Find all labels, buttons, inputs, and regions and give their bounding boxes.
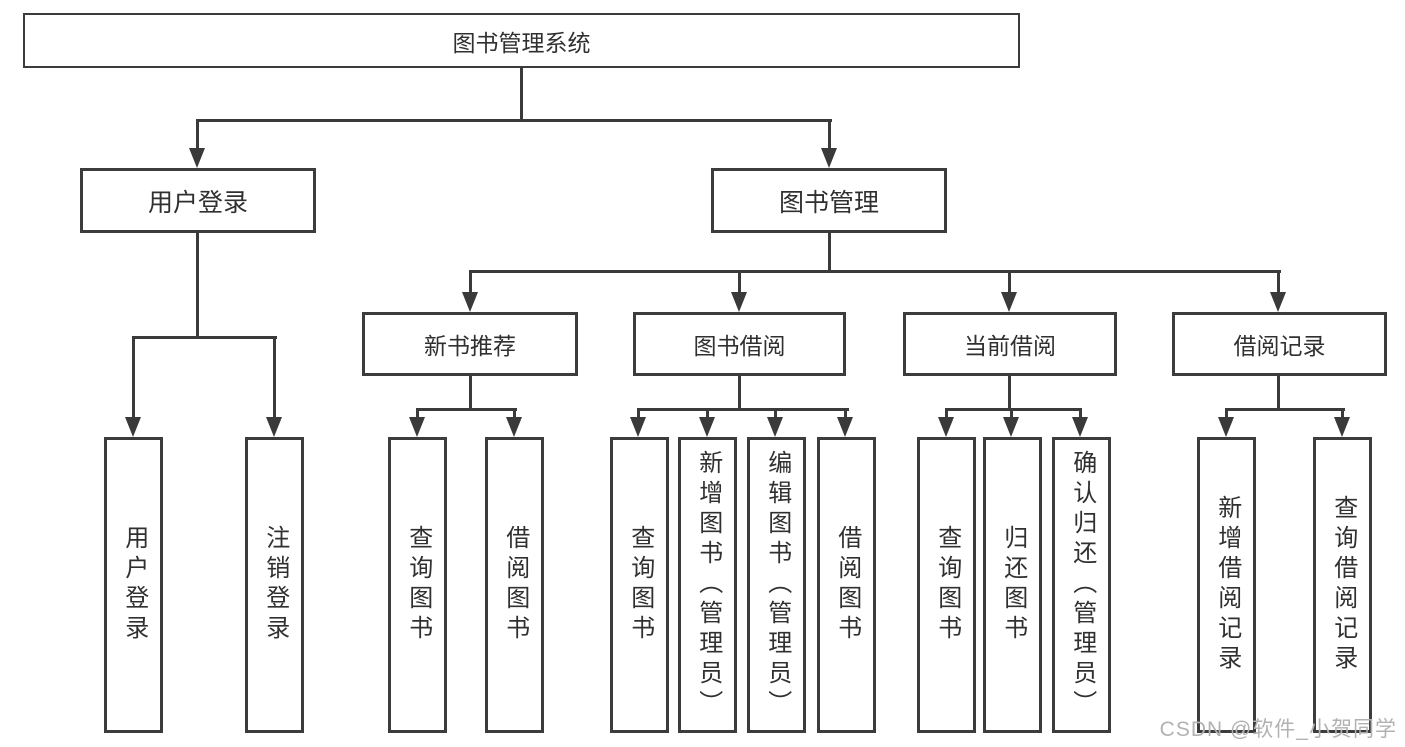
node-borrowing-records: 借阅记录 [1172, 312, 1387, 376]
connector-line [196, 233, 199, 339]
connector-line [828, 233, 831, 273]
leaf-label: 借阅图书 [833, 525, 861, 645]
arrow-down-icon [189, 148, 205, 168]
node-user-login: 用户登录 [80, 168, 316, 233]
leaf-label: 新增借阅记录 [1213, 495, 1241, 675]
connector-line [1225, 408, 1345, 411]
arrow-down-icon [699, 417, 715, 437]
node-book-management: 图书管理 [711, 168, 947, 233]
connector-line [637, 408, 640, 419]
leaf-label: 查询图书 [626, 525, 654, 645]
arrow-down-icon [821, 148, 837, 168]
connector-line [469, 270, 1281, 273]
connector-line [416, 408, 517, 411]
node-current-borrowing: 当前借阅 [903, 312, 1117, 376]
leaf-label: 编辑图书（管理员） [763, 450, 791, 720]
leaf-query-books-current: 查询图书 [917, 437, 976, 733]
connector-line [1010, 408, 1013, 419]
connector-line [513, 408, 516, 419]
connector-line [132, 336, 135, 419]
leaf-borrow-books-borrowing: 借阅图书 [817, 437, 876, 733]
arrow-down-icon [506, 417, 522, 437]
connector-line [828, 119, 831, 150]
connector-line [520, 68, 523, 120]
node-label: 借阅记录 [1233, 333, 1326, 359]
leaf-label: 查询借阅记录 [1329, 495, 1357, 675]
connector-line [1079, 408, 1082, 419]
connector-line [196, 119, 832, 122]
connector-line [1225, 408, 1228, 419]
node-new-book-recommend: 新书推荐 [362, 312, 578, 376]
arrow-down-icon [1218, 417, 1234, 437]
arrow-down-icon [462, 292, 478, 312]
arrow-down-icon [409, 417, 425, 437]
leaf-add-book-admin: 新增图书（管理员） [678, 437, 737, 733]
connector-line [738, 376, 741, 411]
node-book-borrowing: 图书借阅 [633, 312, 846, 376]
connector-line [416, 408, 419, 419]
connector-line [738, 270, 741, 294]
connector-line [469, 270, 472, 294]
leaf-borrow-books-recommend: 借阅图书 [485, 437, 544, 733]
watermark-text: CSDN @软件_小贺同学 [1159, 718, 1397, 741]
connector-line [637, 408, 849, 411]
connector-line [469, 376, 472, 411]
node-label: 当前借阅 [964, 333, 1056, 359]
leaf-return-books: 归还图书 [983, 437, 1042, 733]
connector-line [844, 408, 847, 419]
leaf-query-books-recommend: 查询图书 [388, 437, 447, 733]
leaf-label: 注销登录 [261, 525, 289, 645]
arrow-down-icon [767, 417, 783, 437]
connector-line [196, 119, 199, 150]
leaf-label: 用户登录 [120, 525, 148, 645]
arrow-down-icon [1270, 292, 1286, 312]
leaf-add-borrow-record: 新增借阅记录 [1197, 437, 1256, 733]
connector-line [774, 408, 777, 419]
connector-line [706, 408, 709, 419]
arrow-down-icon [266, 417, 282, 437]
connector-line [1277, 376, 1280, 411]
node-label: 新书推荐 [424, 333, 516, 359]
node-label: 图书管理系统 [452, 29, 591, 56]
arrow-down-icon [1334, 417, 1350, 437]
connector-line [132, 336, 277, 339]
leaf-logout: 注销登录 [245, 437, 304, 733]
leaf-label: 确认归还（管理员） [1068, 450, 1096, 720]
leaf-label: 查询图书 [933, 525, 961, 645]
arrow-down-icon [731, 292, 747, 312]
connector-line [1008, 270, 1011, 294]
connector-line [1277, 270, 1280, 294]
arrow-down-icon [938, 417, 954, 437]
connector-line [1341, 408, 1344, 419]
leaf-label: 查询图书 [404, 525, 432, 645]
leaf-query-borrow-record: 查询借阅记录 [1313, 437, 1372, 733]
node-library-management-system: 图书管理系统 [23, 13, 1020, 68]
arrow-down-icon [837, 417, 853, 437]
arrow-down-icon [125, 417, 141, 437]
leaf-query-books-borrowing: 查询图书 [610, 437, 669, 733]
leaf-user-login: 用户登录 [104, 437, 163, 733]
leaf-edit-book-admin: 编辑图书（管理员） [747, 437, 806, 733]
leaf-label: 新增图书（管理员） [694, 450, 722, 720]
node-label: 用户登录 [147, 188, 248, 217]
arrow-down-icon [1003, 417, 1019, 437]
arrow-down-icon [1001, 292, 1017, 312]
connector-line [1008, 376, 1011, 411]
leaf-label: 借阅图书 [501, 525, 529, 645]
node-label: 图书借阅 [693, 333, 786, 359]
arrow-down-icon [1072, 417, 1088, 437]
connector-line [945, 408, 948, 419]
arrow-down-icon [630, 417, 646, 437]
node-label: 图书管理 [778, 188, 879, 217]
connector-line [273, 336, 276, 419]
leaf-confirm-return-admin: 确认归还（管理员） [1052, 437, 1111, 733]
leaf-label: 归还图书 [999, 525, 1027, 645]
connector-line [945, 408, 1082, 411]
